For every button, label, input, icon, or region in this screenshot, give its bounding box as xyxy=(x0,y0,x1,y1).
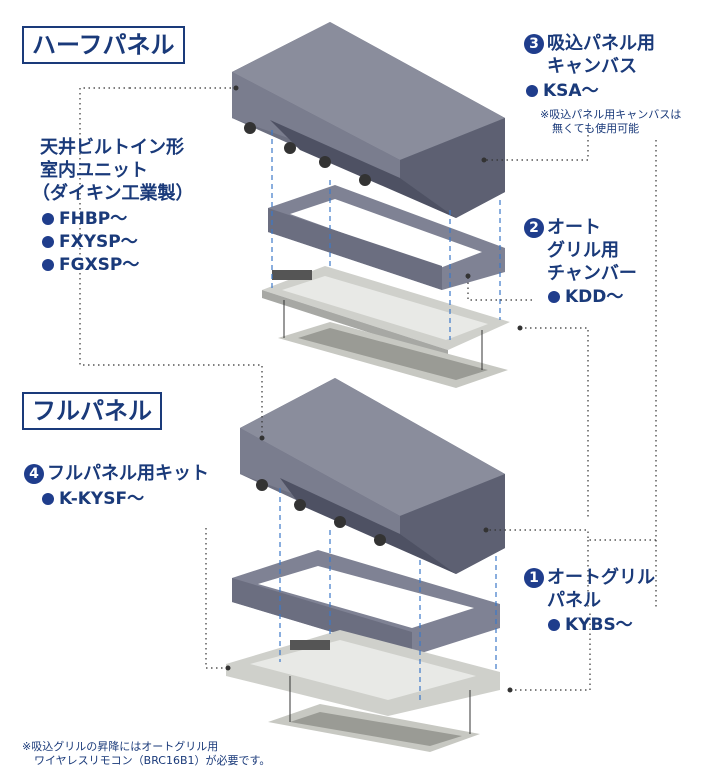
canvas-model: KSA～ xyxy=(526,80,599,103)
indoor-unit-label: 天井ビルトイン形 室内ユニット （ダイキン工業製） xyxy=(32,136,193,205)
number-2-icon: 2 xyxy=(524,218,544,238)
footnote: ※吸込グリルの昇降にはオートグリル用 ワイヤレスリモコン（BRC16B1）が必要… xyxy=(22,740,270,768)
number-1-icon: 1 xyxy=(524,568,544,588)
indoor-unit-line3: （ダイキン工業製） xyxy=(32,183,194,204)
assembly-guide-lines xyxy=(271,130,501,700)
half-indoor-unit xyxy=(232,22,505,218)
bullet-icon xyxy=(42,213,54,225)
model-fxysp: FXYSP～ xyxy=(42,231,139,254)
chamber-line3: チャンバー xyxy=(547,263,637,284)
indoor-unit-line1: 天井ビルトイン形 xyxy=(40,137,184,158)
model-fhbp: FHBP～ xyxy=(42,208,139,231)
chamber-model: KDD～ xyxy=(548,286,623,309)
half-panel-title: ハーフパネル xyxy=(22,26,185,64)
suction-grill-half xyxy=(278,322,508,388)
canvas-line2: キャンバス xyxy=(547,56,637,77)
footnote-line1: ※吸込グリルの昇降にはオートグリル用 xyxy=(22,740,219,753)
auto-grill-panel-full xyxy=(226,630,500,716)
chamber-line1: オート xyxy=(547,217,601,238)
chamber-frame-half xyxy=(268,185,505,290)
auto-grill-line1: オートグリル xyxy=(547,567,655,588)
number-3-icon: 3 xyxy=(524,34,544,54)
canvas-note-line1: ※吸込パネル用キャンバスは xyxy=(540,108,682,121)
leader-lines xyxy=(79,87,657,691)
bullet-icon xyxy=(548,291,560,303)
full-panel-title: フルパネル xyxy=(22,392,162,430)
bullet-icon xyxy=(42,259,54,271)
full-kit-line1: フルパネル用キット xyxy=(47,463,209,484)
full-panel-kit-frame xyxy=(232,550,500,656)
bullet-icon xyxy=(526,85,538,97)
model-fgxsp: FGXSP～ xyxy=(42,254,139,277)
bullet-icon xyxy=(548,619,560,631)
bullet-icon xyxy=(42,493,54,505)
auto-grill-panel-half xyxy=(262,266,510,358)
full-kit-model: K-KYSF～ xyxy=(42,488,144,511)
auto-grill-model: KYBS～ xyxy=(548,614,633,637)
bullet-icon xyxy=(42,236,54,248)
canvas-note-line2: 無くても使用可能 xyxy=(552,122,640,135)
indoor-unit-models: FHBP～ FXYSP～ FGXSP～ xyxy=(42,208,139,277)
chamber-line2: グリル用 xyxy=(547,240,619,261)
indoor-unit-line2: 室内ユニット xyxy=(40,160,148,181)
number-4-icon: 4 xyxy=(24,464,44,484)
canvas-note: ※吸込パネル用キャンバスは 無くても使用可能 xyxy=(540,108,681,136)
full-indoor-unit xyxy=(240,378,505,574)
canvas-line1: 吸込パネル用 xyxy=(547,33,655,54)
suction-grill-full xyxy=(268,704,480,752)
auto-grill-line2: パネル xyxy=(547,590,601,611)
footnote-line2: ワイヤレスリモコン（BRC16B1）が必要です。 xyxy=(34,754,271,767)
